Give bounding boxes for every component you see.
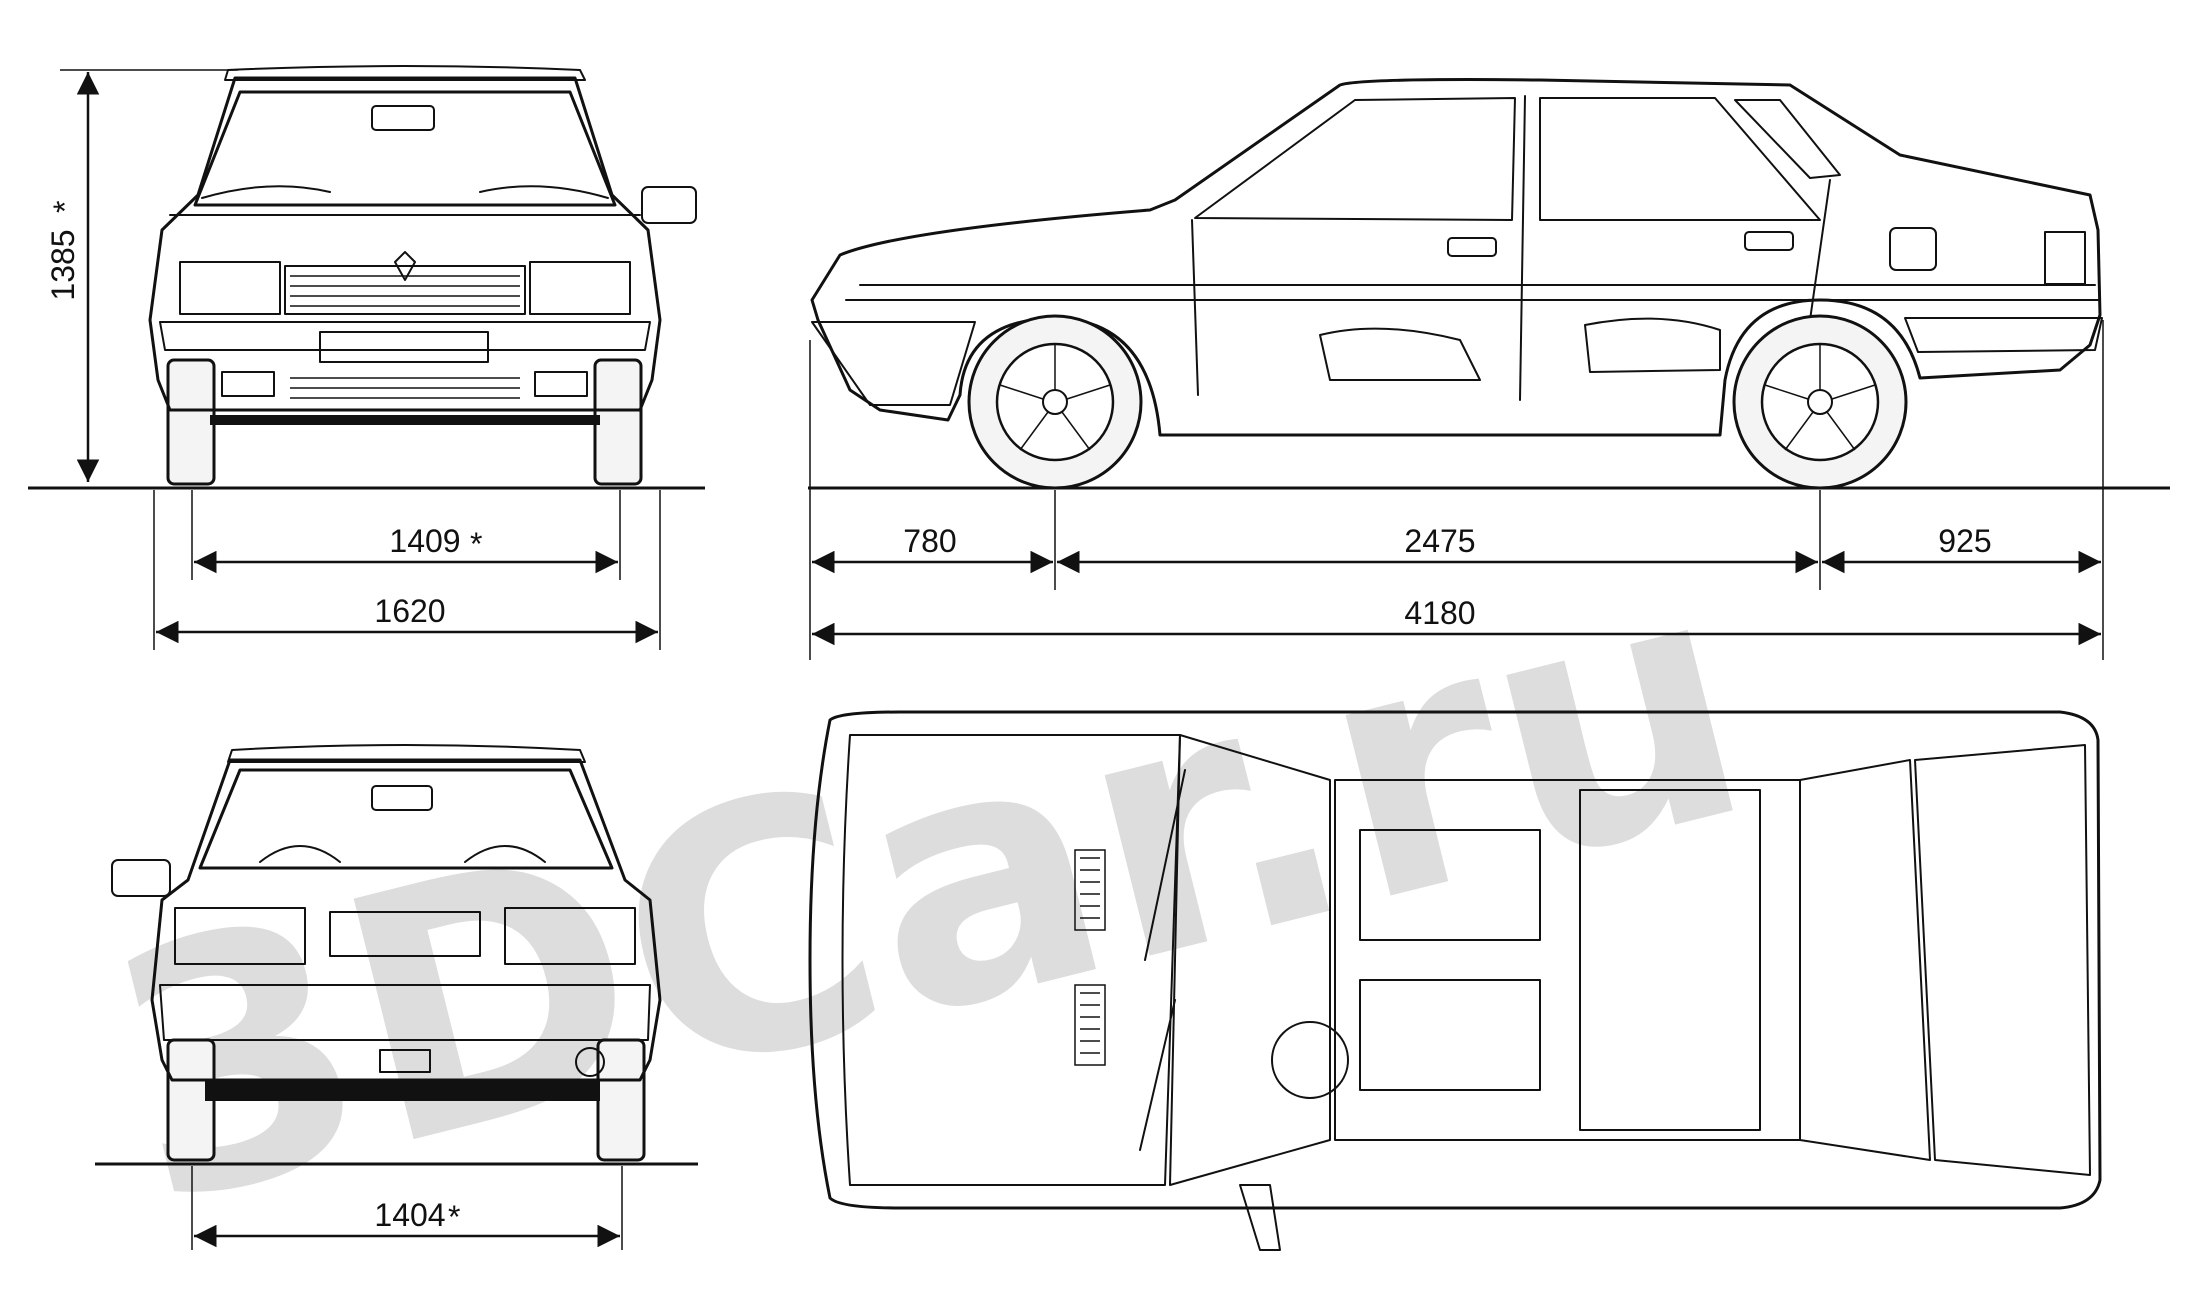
front-door-handle (1447, 237, 1497, 257)
height-label-group: 1385 * (45, 201, 83, 301)
rear-window-mirror (371, 785, 433, 811)
fog-light-right (534, 371, 588, 397)
rear-plate (329, 911, 481, 957)
right-headlight (529, 261, 631, 315)
badge (394, 251, 416, 281)
rear-door-handle (1744, 231, 1794, 251)
wipers (201, 185, 609, 199)
front-seat (1319, 327, 1481, 381)
rear-track-mark: * (448, 1199, 460, 1235)
height-label: 1385 (45, 229, 81, 300)
width-label: 1620 (374, 593, 445, 629)
front-right-tyre (593, 358, 643, 486)
front-overhang-label: 780 (903, 523, 956, 559)
front-left-tyre (166, 358, 216, 486)
front-track-label: 1409 (389, 523, 460, 559)
rear-bumper (159, 984, 651, 1041)
rear-right-tyre (596, 1038, 646, 1162)
side-view: 780 2475 925 4180 (808, 78, 2170, 660)
front-wheel (967, 314, 1143, 490)
rear-view: 1404 * (95, 744, 698, 1250)
rear-track-label: 1404 (374, 1197, 445, 1233)
fuel-cap (1889, 227, 1937, 271)
a-pillar-line (1191, 219, 1199, 396)
left-tail-light (174, 907, 306, 965)
steering-wheel (1271, 1021, 1349, 1099)
rear-roof (227, 744, 586, 763)
side-front-bumper (811, 321, 976, 406)
quarter-window (1734, 99, 1841, 179)
grille-slats (290, 275, 520, 307)
front-track-mark: * (470, 526, 482, 562)
top-rear-bench (1579, 789, 1761, 1131)
rear-wheel (1732, 314, 1908, 490)
b-pillar-line (1519, 95, 1526, 401)
fog-light-left (221, 371, 275, 397)
left-headlight (179, 261, 281, 315)
top-side-mirror (1239, 1184, 1281, 1251)
top-front-seat-right (1359, 979, 1541, 1091)
rear-window (198, 768, 614, 870)
height-mark: * (47, 201, 83, 213)
front-windscreen (193, 90, 617, 207)
intake-slats (290, 377, 520, 399)
front-roof (224, 65, 586, 81)
top-wipers (1139, 769, 1186, 1151)
top-view (808, 710, 2102, 1251)
rear-side-window (1539, 97, 1821, 221)
tow-hook (379, 1049, 431, 1073)
exhaust (575, 1047, 605, 1077)
rear-view-mirror (371, 105, 435, 131)
grille (284, 265, 526, 315)
side-rear-bumper (1904, 317, 2103, 353)
length-label: 4180 (1404, 595, 1475, 631)
top-body (808, 710, 2102, 1210)
rear-side-mirror (111, 859, 171, 897)
bonnet-vents (1074, 849, 1106, 1066)
plate (319, 331, 489, 363)
side-mirror (641, 186, 697, 224)
top-front-seat-left (1359, 829, 1541, 941)
rear-overhang-label: 925 (1938, 523, 1991, 559)
wheelbase-label: 2475 (1404, 523, 1475, 559)
side-tail-light (2044, 231, 2086, 285)
rear-seat (1584, 317, 1721, 373)
top-windscreen (1169, 734, 1331, 1186)
front-side-window (1194, 97, 1516, 221)
right-tail-light (504, 907, 636, 965)
rear-body (150, 758, 662, 1082)
front-view: 1385 * 1409 * 1620 (28, 65, 705, 650)
top-rear-window (1799, 759, 1931, 1161)
rear-headrests (259, 845, 546, 863)
top-bonnet (841, 734, 1181, 1186)
front-bumper (159, 321, 651, 351)
top-boot (1914, 744, 2091, 1176)
